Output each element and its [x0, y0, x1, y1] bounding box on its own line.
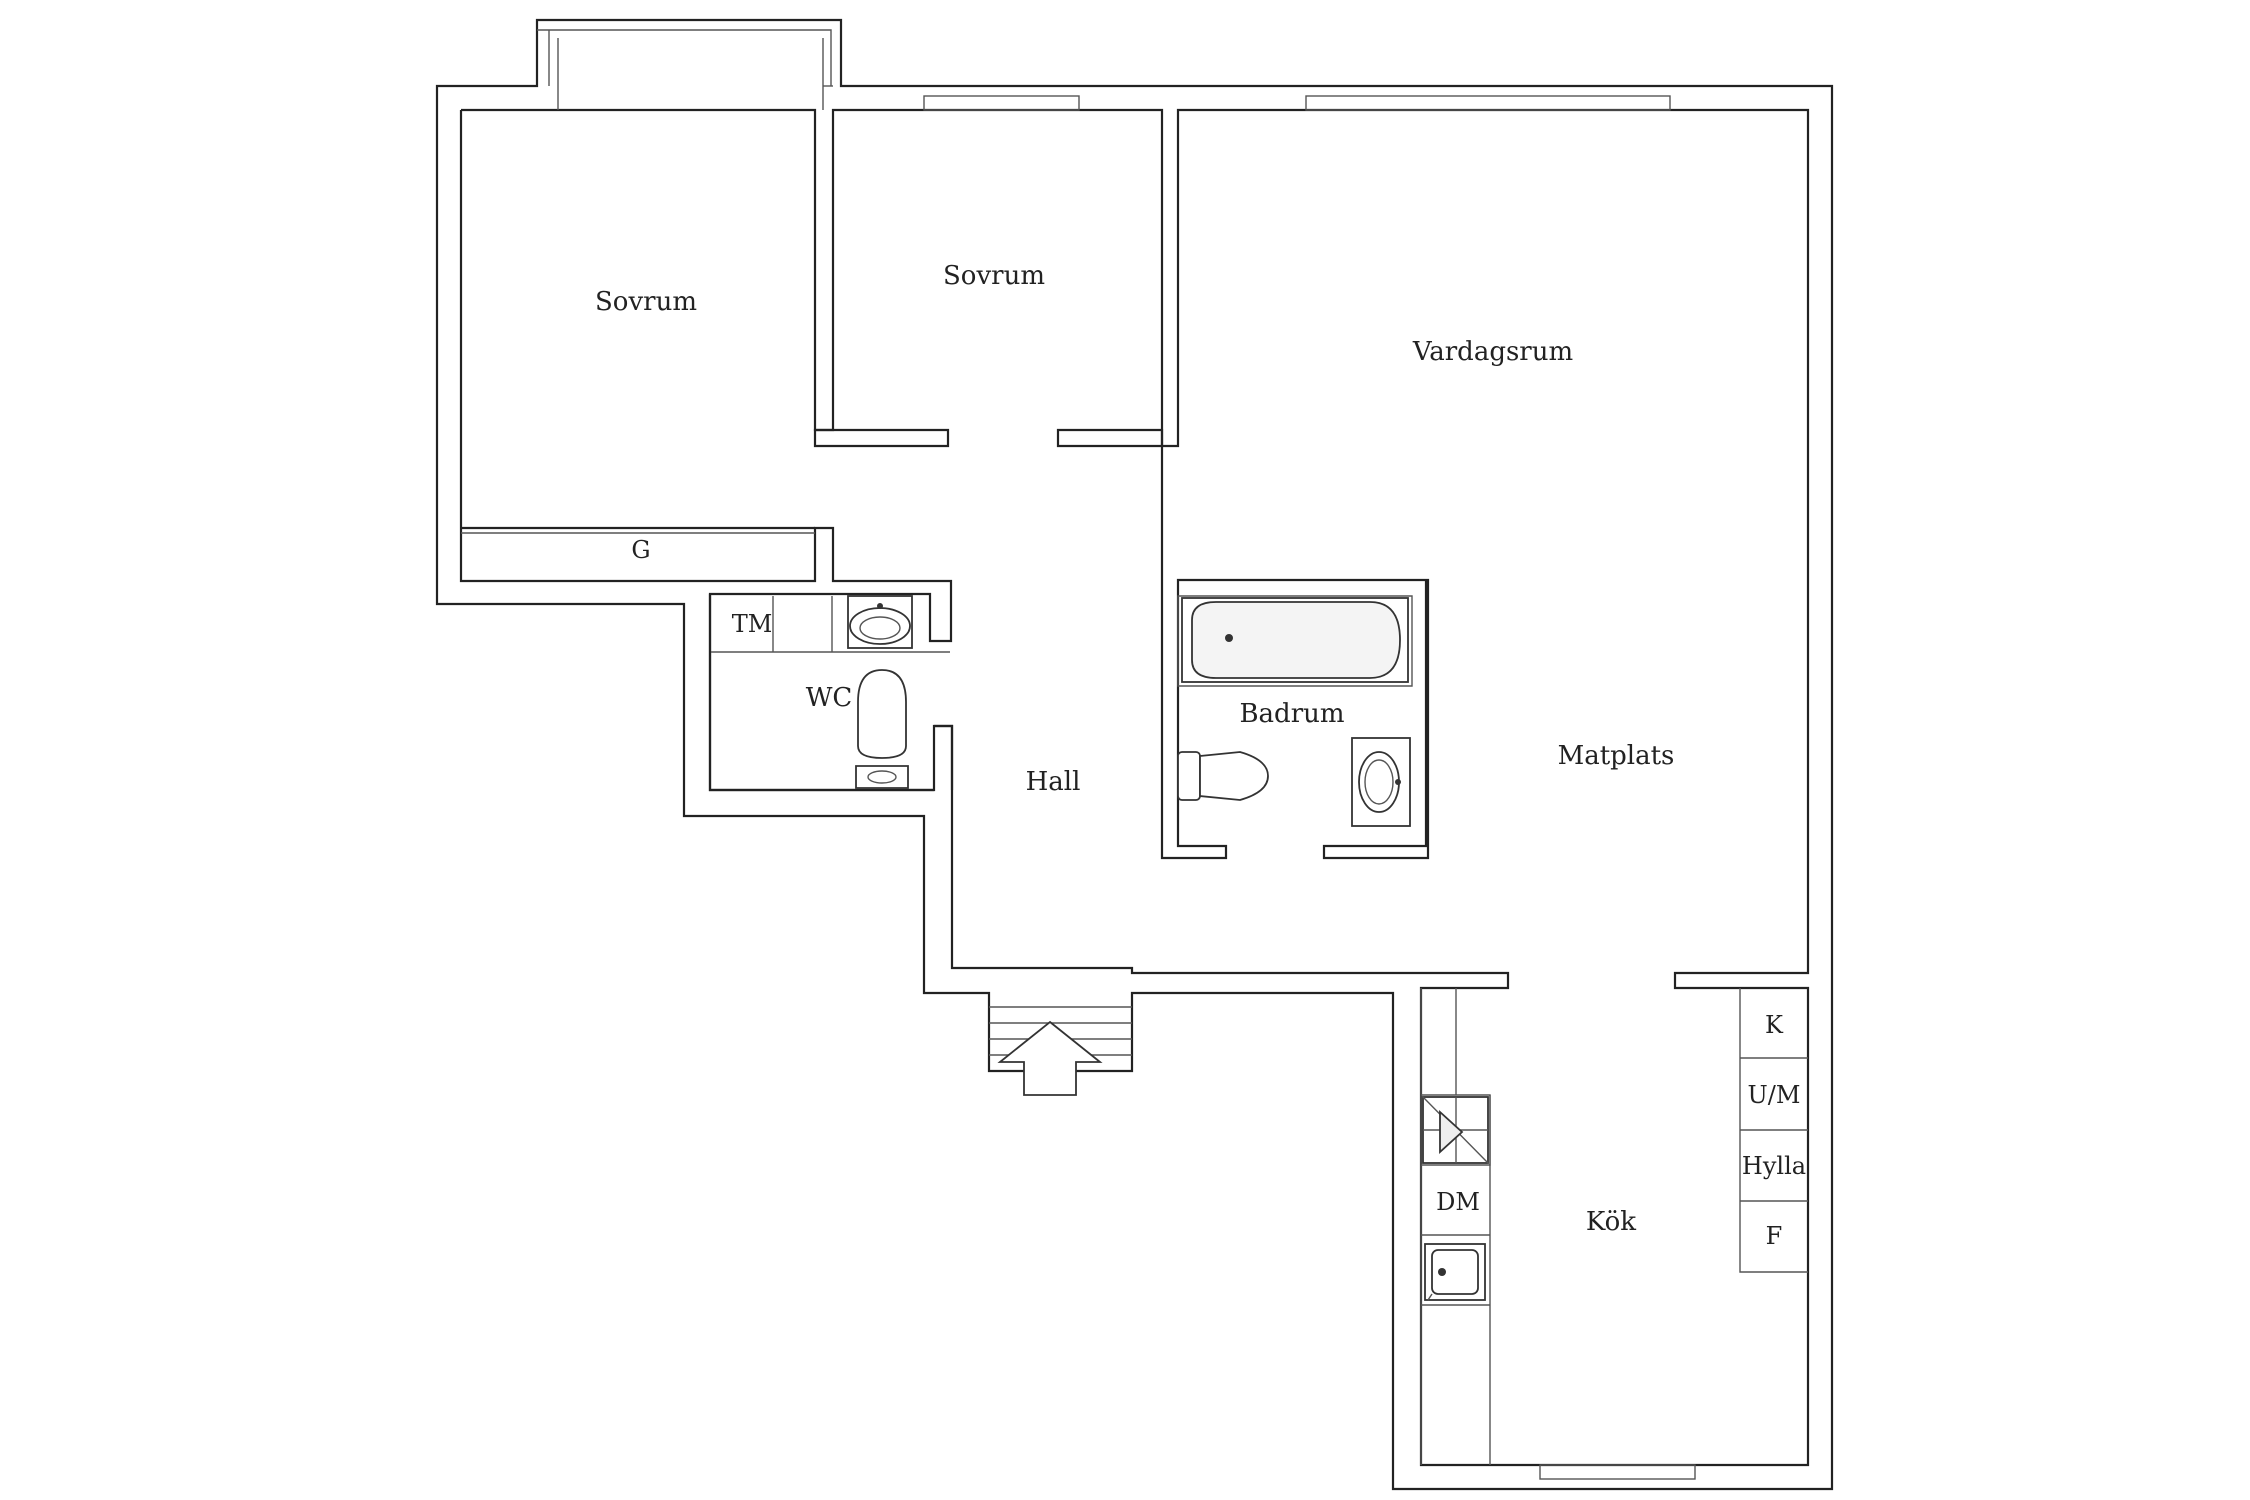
outer-wall [435, 18, 1834, 1491]
kitchen-unit-um: U/M [1748, 1081, 1801, 1109]
wc-toilet-icon [855, 669, 909, 789]
bathroom-washbasin-icon [1351, 737, 1411, 827]
kitchen-unit-shelf: Hylla [1742, 1152, 1806, 1180]
room-label-bathroom: Badrum [1239, 699, 1344, 729]
room-label-kitchen: Kök [1586, 1207, 1636, 1237]
kitchen-unit-k: K [1765, 1011, 1784, 1039]
bay-window [537, 29, 833, 110]
room-label-hall: Hall [1026, 767, 1081, 797]
room-label-living-room: Vardagsrum [1412, 337, 1573, 367]
interior-walls [461, 428, 1808, 1465]
room-label-bedroom-2: Sovrum [943, 261, 1045, 291]
bathtub-icon [1181, 597, 1409, 683]
bathroom-toilet-icon [1177, 751, 1269, 801]
room-label-toilet: WC [806, 683, 853, 713]
stove-icon [1422, 1096, 1489, 1164]
windows [923, 95, 1696, 1480]
room-label-dining: Matplats [1558, 741, 1675, 771]
room-label-closet: G [631, 536, 650, 564]
room-label-laundry: TM [732, 610, 773, 638]
kitchen-unit-dishwasher: DM [1436, 1188, 1480, 1216]
wc-washbasin-icon [847, 595, 913, 649]
kitchen-unit-fridge: F [1766, 1222, 1783, 1250]
room-label-bedroom-1: Sovrum [595, 287, 697, 317]
kitchen-sink-icon [1424, 1243, 1486, 1301]
entrance-arrow-icon [997, 1020, 1103, 1096]
